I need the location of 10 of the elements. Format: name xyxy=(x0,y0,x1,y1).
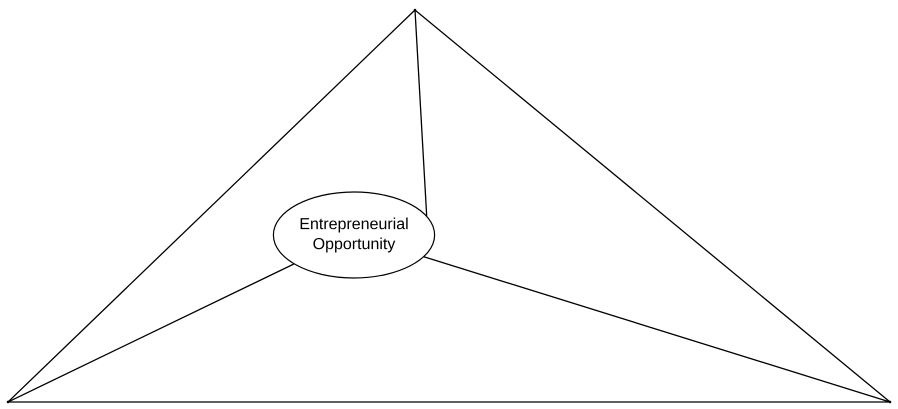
line xyxy=(8,263,294,402)
triangle-vertex xyxy=(414,8,416,12)
triangle-vertex xyxy=(888,400,892,404)
triangle-vertex xyxy=(6,400,10,404)
oval-node: Entrepreneurial Opportunity xyxy=(272,191,436,279)
line xyxy=(8,401,890,403)
line xyxy=(8,10,415,402)
line xyxy=(414,10,428,216)
line xyxy=(424,256,890,402)
line xyxy=(415,10,890,402)
